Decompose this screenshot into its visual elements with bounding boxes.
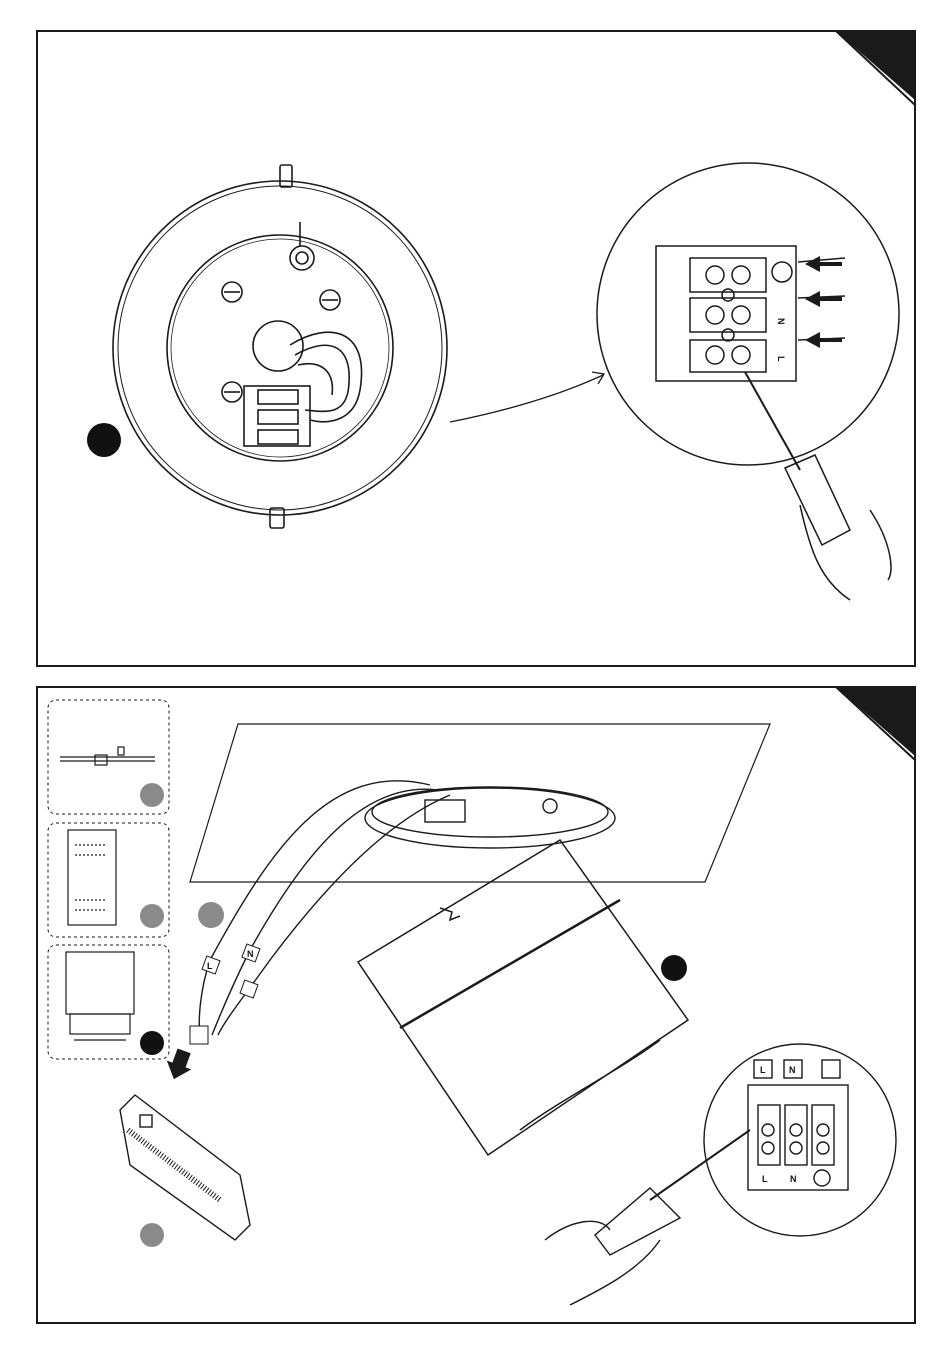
inset-connector [60,747,155,765]
panel-2: L N [37,687,915,1323]
step-marker-c [140,1031,164,1055]
detail-arrow [450,375,603,422]
terminal-detail-view-2 [545,1044,896,1305]
terminal-top-label-l: L [760,1065,766,1075]
step-marker-b [140,904,164,928]
terminal-top-label-n: N [789,1065,796,1075]
terminal-detail-view [597,163,899,600]
mains-wires [199,781,450,1035]
mounted-base-plate [365,787,615,848]
led-driver-box [120,1095,250,1240]
step-marker-1 [87,423,121,457]
step-marker-f [661,955,687,981]
detail-label-l: L [776,356,786,362]
step-marker-e [140,1223,164,1247]
wire-tag-l: L [207,961,213,971]
inset-driver [68,830,116,925]
lamp-diffuser [358,840,688,1155]
terminal-bottom-label-l: L [762,1174,768,1184]
inset-mount [66,952,134,1040]
wire-tags [190,944,260,1044]
down-arrow [162,1046,197,1083]
wire-arrows [805,256,842,348]
step-marker-d [198,902,224,928]
ceiling-plane [190,724,770,882]
detail-label-n: N [776,318,786,325]
step-marker-a [140,783,164,807]
panel-1-frame [37,31,915,666]
ceiling-base-plate [113,165,447,528]
terminal-bottom-label-n: N [790,1174,797,1184]
wire-tag-n: N [247,949,254,959]
panel-1: N L [37,31,915,666]
